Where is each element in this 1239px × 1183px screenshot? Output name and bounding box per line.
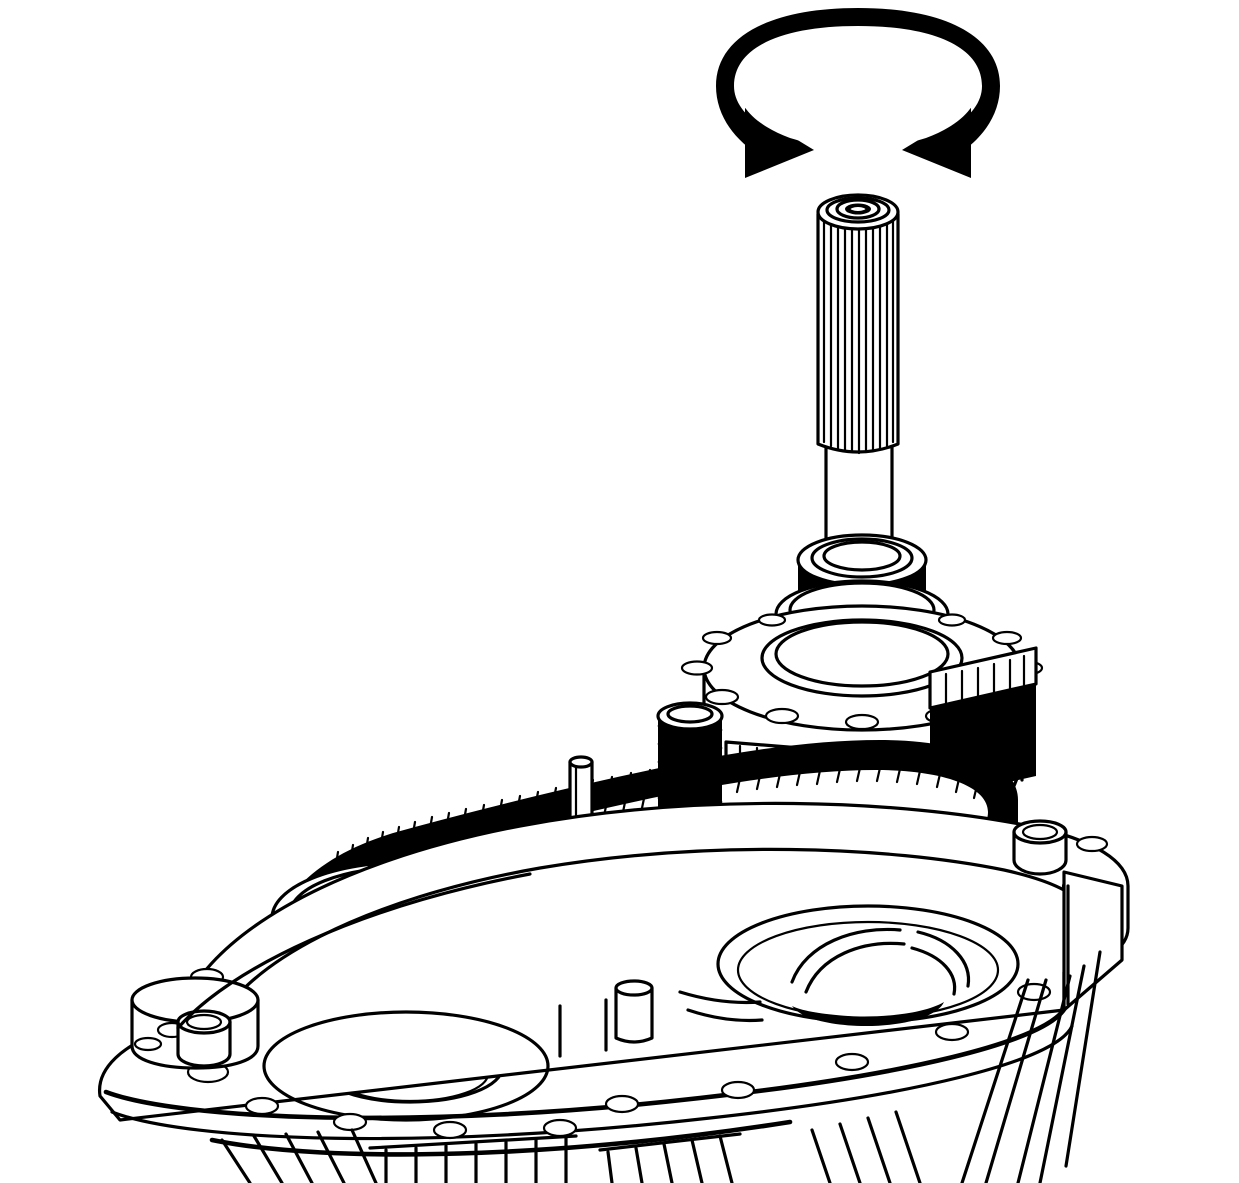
transaxle-case — [98, 801, 1130, 1183]
rotate-arrow-head-right — [902, 108, 971, 178]
input-shaft — [816, 193, 900, 602]
rotate-shaft-arrow — [716, 8, 1000, 178]
case-inner-bore-detail — [790, 927, 971, 1026]
case-right-dowel — [1012, 819, 1068, 876]
rotate-arrow-head-left — [745, 108, 814, 178]
case-ribs-lower — [220, 1110, 922, 1183]
shaft-splines — [822, 207, 895, 455]
case-ribs-right — [960, 950, 1102, 1183]
case-left-boss — [130, 976, 260, 1070]
case-mating-surface-line — [176, 872, 532, 1030]
